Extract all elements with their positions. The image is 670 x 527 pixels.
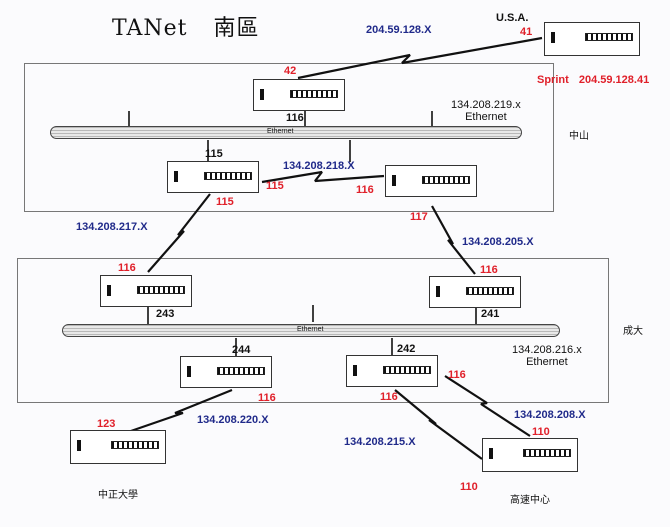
ethernet-net-zhongshan-ip: 134.208.219.x (451, 99, 521, 111)
network-205-label: 134.208.205.X (462, 236, 534, 248)
router-usa (544, 22, 640, 56)
router-led (260, 89, 264, 100)
router-ports (585, 33, 633, 41)
sprint-name: Sprint (537, 74, 569, 86)
port-241: 241 (481, 308, 500, 320)
port-244: 244 (232, 344, 251, 356)
port-110-bottom: 110 (460, 481, 478, 493)
ethernet-net-chengda-ip: 134.208.216.x (512, 344, 582, 356)
router-ports (217, 367, 265, 375)
router-ports (383, 366, 431, 374)
ethernet-cable-chengda (62, 324, 560, 337)
router-led (551, 32, 555, 43)
router-ports (523, 449, 571, 457)
ethernet-net-chengda: 134.208.216.x Ethernet (512, 344, 582, 368)
region-chengda-label: 成大 (623, 326, 643, 337)
title-sub: 南區 (213, 16, 260, 41)
router-ports (422, 176, 470, 184)
router-chengda-left (100, 275, 192, 307)
router-ports (466, 287, 514, 295)
port-116-244: 116 (258, 392, 276, 404)
port-115-drop: 115 (205, 148, 223, 160)
site-kaohsiung-label: 高速中心 (510, 495, 550, 506)
router-led (392, 175, 396, 186)
port-110-top: 110 (532, 426, 550, 438)
router-zhongzheng (70, 430, 166, 464)
ethernet-net-zhongshan-type: Ethernet (465, 111, 507, 123)
port-117: 117 (410, 211, 428, 223)
router-zhongshan-gateway (253, 79, 345, 111)
router-led (107, 285, 111, 296)
router-ports (204, 172, 252, 180)
port-42: 42 (284, 65, 297, 77)
title-main: TANet (112, 16, 188, 41)
network-215-label: 134.208.215.X (344, 436, 416, 448)
sprint-ip: 204.59.128.41 (578, 74, 650, 86)
router-chengda-242 (346, 355, 438, 387)
router-chengda-right (429, 276, 521, 308)
sprint-label: Sprint 204.59.128.41 (537, 74, 649, 86)
ethernet-cable-zhongshan (50, 126, 522, 139)
port-115-serial: 115 (266, 180, 284, 192)
port-116-zs: 116 (286, 112, 304, 124)
router-ports (111, 441, 159, 449)
router-zhongshan-left (167, 161, 259, 193)
router-led (436, 286, 440, 297)
port-123: 123 (97, 418, 116, 430)
region-zhongshan-box (24, 63, 554, 212)
network-218-label: 134.208.218.X (283, 160, 355, 172)
network-217-label: 134.208.217.X (76, 221, 148, 233)
ethernet-cable-zhongshan-label: Ethernet (267, 128, 294, 135)
usa-network-label: 204.59.128.X (366, 24, 432, 36)
router-led (77, 440, 81, 451)
site-zhongzheng-label: 中正大學 (98, 490, 138, 501)
network-220-label: 134.208.220.X (197, 414, 269, 426)
ethernet-cable-chengda-label: Ethernet (297, 326, 324, 333)
ethernet-net-zhongshan: 134.208.219.x Ethernet (451, 99, 521, 123)
port-116-cd-left: 116 (118, 262, 136, 274)
router-led (489, 448, 493, 459)
router-led (353, 365, 357, 376)
router-led (187, 366, 191, 377)
port-116-serial: 116 (356, 184, 374, 196)
port-116-242-left: 116 (380, 391, 398, 403)
usa-label: U.S.A. (496, 12, 529, 24)
page-title: TANet 南區 (112, 10, 259, 42)
router-ports (137, 286, 185, 294)
router-zhongshan-right (385, 165, 477, 197)
region-chengda-box (17, 258, 609, 403)
port-242: 242 (397, 343, 416, 355)
router-ports (290, 90, 338, 98)
router-kaohsiung (482, 438, 578, 472)
region-zhongshan-label: 中山 (569, 131, 589, 142)
router-chengda-244 (180, 356, 272, 388)
port-41: 41 (520, 26, 533, 38)
port-116-cd-right: 116 (480, 264, 498, 276)
router-led (174, 171, 178, 182)
ethernet-net-chengda-type: Ethernet (526, 356, 568, 368)
port-115-down: 115 (216, 196, 234, 208)
network-208-label: 134.208.208.X (514, 409, 586, 421)
port-116-242-right: 116 (448, 369, 466, 381)
port-243: 243 (156, 308, 175, 320)
